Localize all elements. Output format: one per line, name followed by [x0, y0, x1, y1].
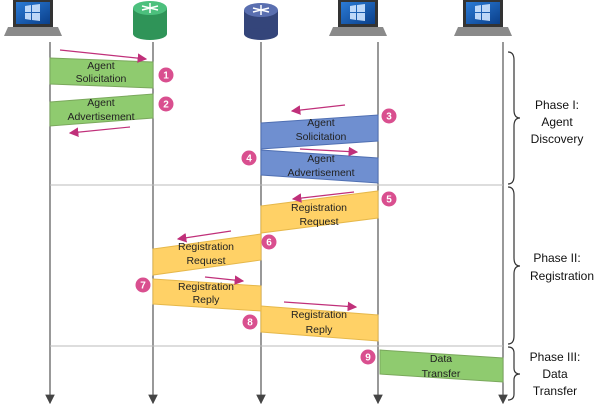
- message-1-agent-solicitation: Agent Solicitation 1: [49, 49, 174, 89]
- step-badge: [241, 150, 257, 166]
- phase-line3: Discovery: [531, 132, 584, 146]
- message-line1: Agent: [307, 153, 335, 165]
- step-number: 9: [365, 353, 371, 364]
- step-number: 8: [247, 318, 253, 329]
- message-line1: Registration: [291, 202, 347, 214]
- message-4-agent-advertisement: Agent Advertisement 4: [241, 146, 379, 184]
- phase-line1: Phase II:: [533, 251, 580, 265]
- message-5-registration-request: Registration Request 5: [260, 190, 397, 234]
- laptop-2-icon: [329, 0, 387, 36]
- message-9-data-transfer: Data Transfer 9: [360, 349, 504, 383]
- message-box: [152, 233, 262, 276]
- phase-line2: Data: [542, 367, 568, 381]
- message-arrow: [204, 275, 245, 285]
- message-arrow: [176, 230, 232, 243]
- step-badge: [261, 234, 277, 250]
- message-line1: Data: [430, 353, 452, 365]
- message-8-registration-reply: Registration Reply 8: [242, 301, 379, 342]
- step-badge: [242, 314, 258, 330]
- router-blue-icon: [244, 3, 278, 40]
- phase-line2: Agent: [541, 115, 573, 129]
- message-line2: Reply: [306, 324, 334, 336]
- phase-3-brace: [507, 346, 521, 401]
- message-3-agent-solicitation: Agent Solicitation 3: [260, 104, 397, 150]
- message-arrow: [283, 301, 358, 312]
- laptop-1-icon: [4, 0, 62, 36]
- message-line2: Request: [299, 216, 338, 228]
- message-box: [49, 57, 154, 89]
- message-line1: Registration: [291, 309, 347, 321]
- step-number: 1: [163, 71, 169, 82]
- message-line1: Agent: [307, 117, 335, 129]
- step-number: 5: [386, 195, 392, 206]
- message-arrow: [291, 191, 355, 203]
- phase-line1: Phase I:: [535, 98, 579, 112]
- message-box: [260, 149, 379, 184]
- step-number: 6: [266, 238, 272, 249]
- step-badge: [158, 96, 174, 112]
- step-badge: [360, 349, 376, 365]
- phase-line2: Registration: [530, 269, 594, 283]
- message-line2: Transfer: [422, 368, 461, 380]
- router-green-icon: [133, 1, 167, 40]
- phase-line1: Phase III:: [530, 350, 581, 364]
- message-box: [260, 190, 379, 234]
- message-line1: Registration: [178, 281, 234, 293]
- message-line2: Solicitation: [76, 73, 127, 85]
- message-7-registration-reply: Registration Reply 7: [135, 275, 262, 312]
- message-line2: Request: [186, 255, 225, 267]
- message-line1: Agent: [87, 60, 115, 72]
- phase-2-label: Phase II: Registration: [530, 251, 594, 283]
- step-badge: [381, 191, 397, 207]
- step-badge: [135, 277, 151, 293]
- message-arrow: [290, 104, 346, 115]
- phase-line3: Transfer: [533, 384, 577, 398]
- phase-2-brace: [507, 186, 521, 345]
- message-6-registration-request: Registration Request 6: [152, 230, 277, 276]
- phase-1-brace: [507, 51, 521, 185]
- message-box: [49, 93, 154, 127]
- message-arrow: [59, 49, 148, 63]
- step-number: 2: [163, 100, 169, 111]
- message-line2: Solicitation: [296, 131, 347, 143]
- message-arrow: [299, 146, 359, 157]
- message-line1: Registration: [178, 241, 234, 253]
- step-number: 4: [246, 154, 252, 165]
- message-2-agent-advertisement: Agent Advertisement 2: [49, 93, 174, 137]
- message-box: [260, 305, 379, 342]
- message-box: [260, 114, 379, 150]
- step-badge: [381, 108, 397, 124]
- message-arrow: [68, 126, 131, 137]
- step-badge: [158, 67, 174, 83]
- step-number: 7: [140, 281, 146, 292]
- laptop-3-icon: [454, 0, 512, 36]
- message-line2: Advertisement: [67, 111, 134, 123]
- phase-3-label: Phase III: Data Transfer: [530, 350, 581, 398]
- message-line2: Reply: [193, 294, 221, 306]
- message-line1: Agent: [87, 97, 115, 109]
- message-line2: Advertisement: [287, 167, 354, 179]
- message-box: [379, 349, 504, 383]
- phase-1-label: Phase I: Agent Discovery: [531, 98, 584, 146]
- step-number: 3: [386, 112, 392, 123]
